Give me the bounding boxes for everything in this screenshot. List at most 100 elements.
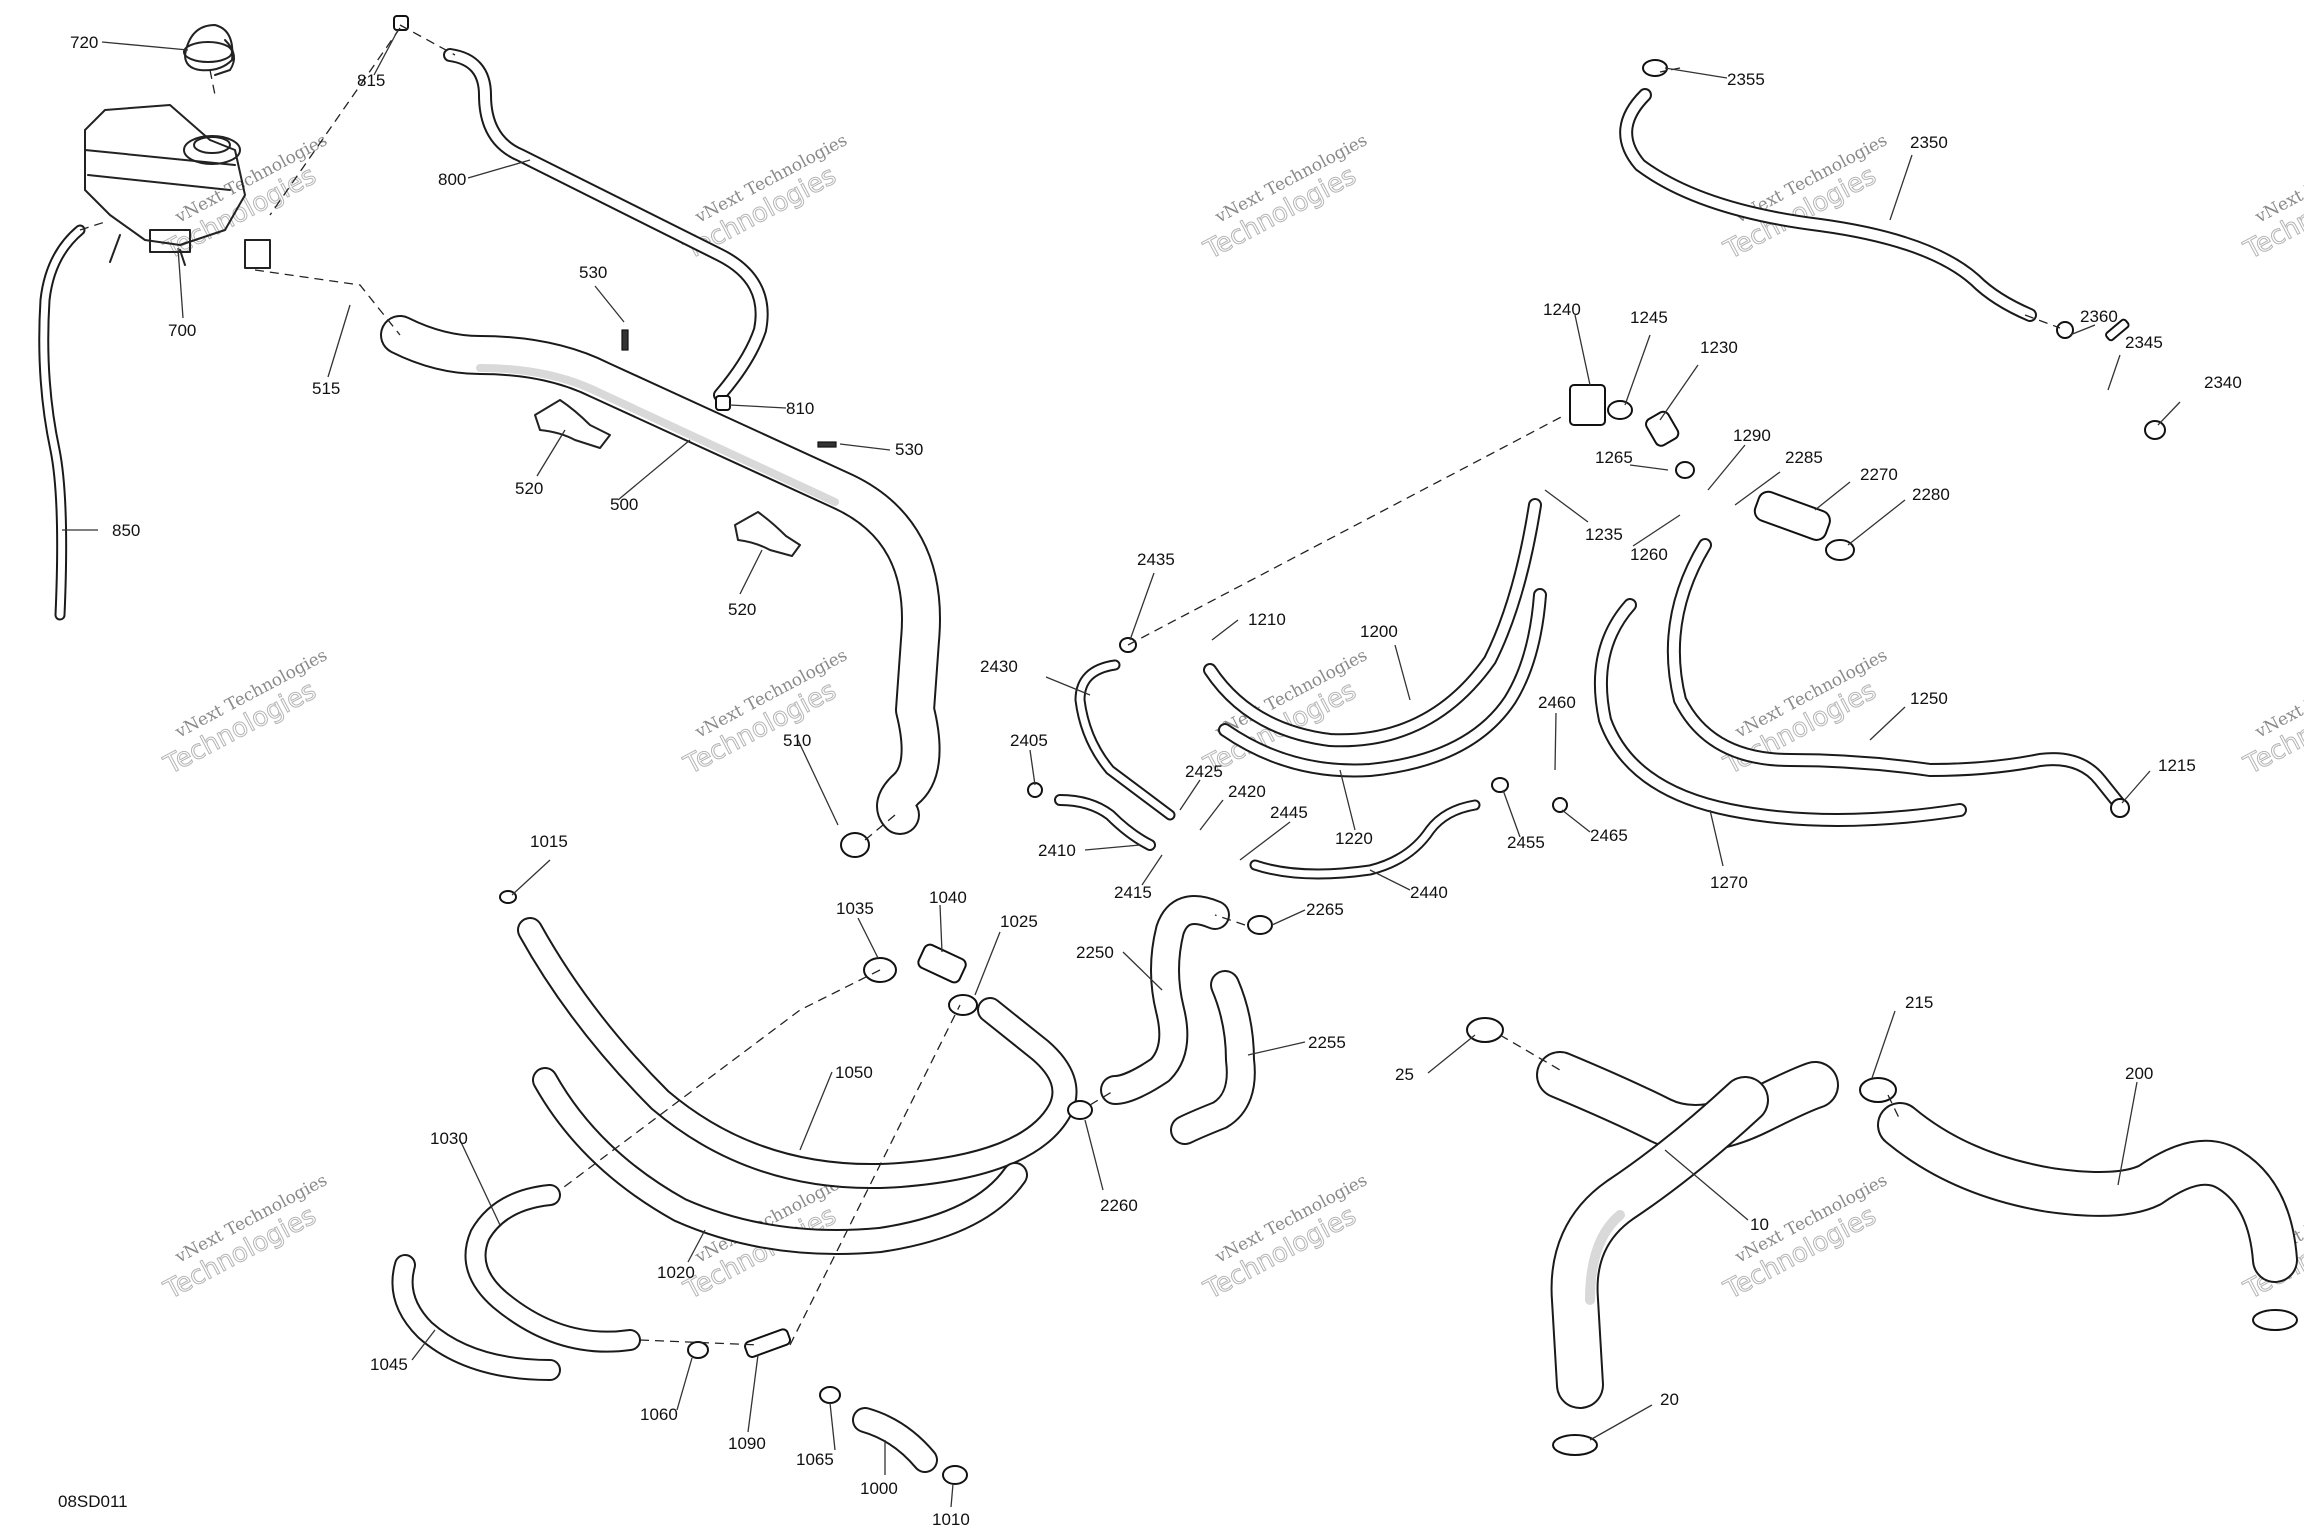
part-label: 200 (2125, 1064, 2153, 1083)
drawing-code: 08SD011 (58, 1492, 128, 1511)
part-label: 20 (1660, 1390, 1679, 1409)
vent-hose (443, 48, 769, 402)
part-label: 850 (112, 521, 140, 540)
part-label: 1215 (2158, 756, 2196, 775)
part-label: 1265 (1595, 448, 1633, 467)
hose-bracket-lower (734, 511, 801, 557)
part-label: 520 (515, 479, 543, 498)
part-label: 720 (70, 33, 98, 52)
hose-1000 (852, 1407, 938, 1473)
part-label: 1050 (835, 1063, 873, 1082)
part-label: 510 (783, 731, 811, 750)
part-label: 2250 (1076, 943, 1114, 962)
part-label-layer: 7208158007005308105155305205005208505102… (70, 33, 2242, 1529)
reservoir-cap (183, 24, 235, 76)
hose-1050 (517, 917, 1078, 1190)
hose-2430 (1074, 659, 1176, 821)
hose-1250 (1666, 538, 2127, 812)
main-coolant-hose (380, 315, 941, 835)
assembly-lines (79, 24, 2061, 1346)
hose-2410 (1054, 794, 1156, 851)
part-label: 2410 (1038, 841, 1076, 860)
part-label: 1245 (1630, 308, 1668, 327)
hose-1220 (1218, 588, 1547, 778)
pipe-200 (1877, 1102, 2298, 1283)
part-label: 2460 (1538, 693, 1576, 712)
part-label: 1200 (1360, 622, 1398, 641)
part-label: 2440 (1410, 883, 1448, 902)
part-label: 1015 (530, 832, 568, 851)
part-label: 2445 (1270, 803, 1308, 822)
part-label: 2435 (1137, 550, 1175, 569)
part-label: 2420 (1228, 782, 1266, 801)
part-label: 2350 (1910, 133, 1948, 152)
part-label: 10 (1750, 1215, 1769, 1234)
part-label: 2345 (2125, 333, 2163, 352)
part-label: 2465 (1590, 826, 1628, 845)
y-pipe (1536, 1051, 1839, 1409)
hose-2255 (1170, 970, 1256, 1145)
hose-1020 (532, 1067, 1028, 1255)
part-label: 530 (895, 440, 923, 459)
part-label: 1040 (929, 888, 967, 907)
part-label: 2285 (1785, 448, 1823, 467)
part-label: 2405 (1010, 731, 1048, 750)
hose-2440 (1249, 799, 1481, 880)
clamps (393, 15, 2298, 1485)
leader-lines (62, 29, 2181, 1508)
part-label: 1270 (1710, 873, 1748, 892)
hose-1200 (1203, 498, 1542, 748)
part-label: 1065 (796, 1450, 834, 1469)
part-label: 2425 (1185, 762, 1223, 781)
part-label: 1020 (657, 1263, 695, 1282)
part-label: 1090 (728, 1434, 766, 1453)
part-label: 2255 (1308, 1033, 1346, 1052)
part-label: 2260 (1100, 1196, 1138, 1215)
part-label: 1220 (1335, 829, 1373, 848)
reservoir-tank (84, 104, 271, 269)
part-label: 2280 (1912, 485, 1950, 504)
part-label: 1250 (1910, 689, 1948, 708)
hose-1270 (1593, 598, 1967, 827)
parts-layer (38, 15, 2298, 1485)
part-label: 1210 (1248, 610, 1286, 629)
part-label: 800 (438, 170, 466, 189)
part-label: 815 (357, 71, 385, 90)
part-label: 520 (728, 600, 756, 619)
part-label: 1240 (1543, 300, 1581, 319)
part-label: 530 (579, 263, 607, 282)
part-label: 1060 (640, 1405, 678, 1424)
part-label: 2270 (1860, 465, 1898, 484)
part-label: 2265 (1306, 900, 1344, 919)
part-label: 2355 (1727, 70, 1765, 89)
part-label: 700 (168, 321, 196, 340)
part-label: 1010 (932, 1510, 970, 1529)
hose-1045 (391, 1254, 561, 1381)
part-label: 1045 (370, 1355, 408, 1374)
part-label: 1030 (430, 1129, 468, 1148)
part-label: 500 (610, 495, 638, 514)
hose-2350 (1619, 88, 2037, 322)
hose-2250 (1100, 895, 1230, 1105)
part-label: 2340 (2204, 373, 2242, 392)
part-label: 810 (786, 399, 814, 418)
hose-bracket-upper (534, 399, 611, 449)
part-label: 2430 (980, 657, 1018, 676)
part-label: 1035 (836, 899, 874, 918)
part-label: 1025 (1000, 912, 1038, 931)
hose-1030 (464, 1184, 641, 1353)
part-label: 1290 (1733, 426, 1771, 445)
part-label: 2360 (2080, 307, 2118, 326)
part-label: 25 (1395, 1065, 1414, 1084)
